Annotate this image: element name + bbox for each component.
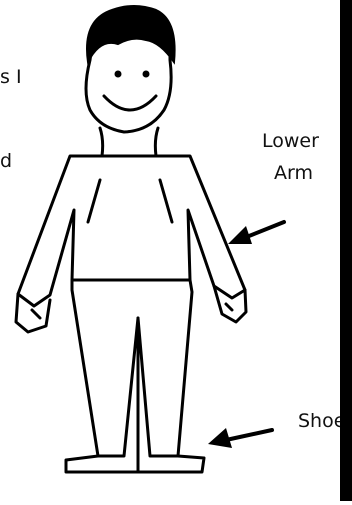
lower-arm-arrow [228, 222, 284, 244]
cut-text-line1: s I [0, 68, 22, 87]
left-eye [115, 71, 122, 78]
right-eye [143, 71, 150, 78]
left-sleeve-crease [88, 180, 100, 222]
right-edge-bar [340, 0, 352, 501]
neck-right [155, 128, 158, 156]
shirt-outline [18, 156, 245, 306]
hair [87, 6, 175, 62]
left-shoe [66, 456, 138, 472]
cut-text-line2: d [0, 152, 12, 171]
head [86, 45, 171, 132]
right-thumb [226, 304, 232, 310]
pants-outline [72, 280, 192, 456]
lower-arm-label-line1: Lower [262, 132, 319, 151]
right-sleeve-crease [160, 180, 172, 222]
neck-left [100, 128, 103, 156]
lower-arm-label-line2: Arm [274, 164, 313, 183]
smile-mouth [104, 96, 156, 110]
right-shoe [138, 456, 204, 472]
left-thumb [32, 310, 40, 318]
shoe-arrow [208, 428, 272, 448]
shoe-label: Shoe [298, 412, 345, 431]
